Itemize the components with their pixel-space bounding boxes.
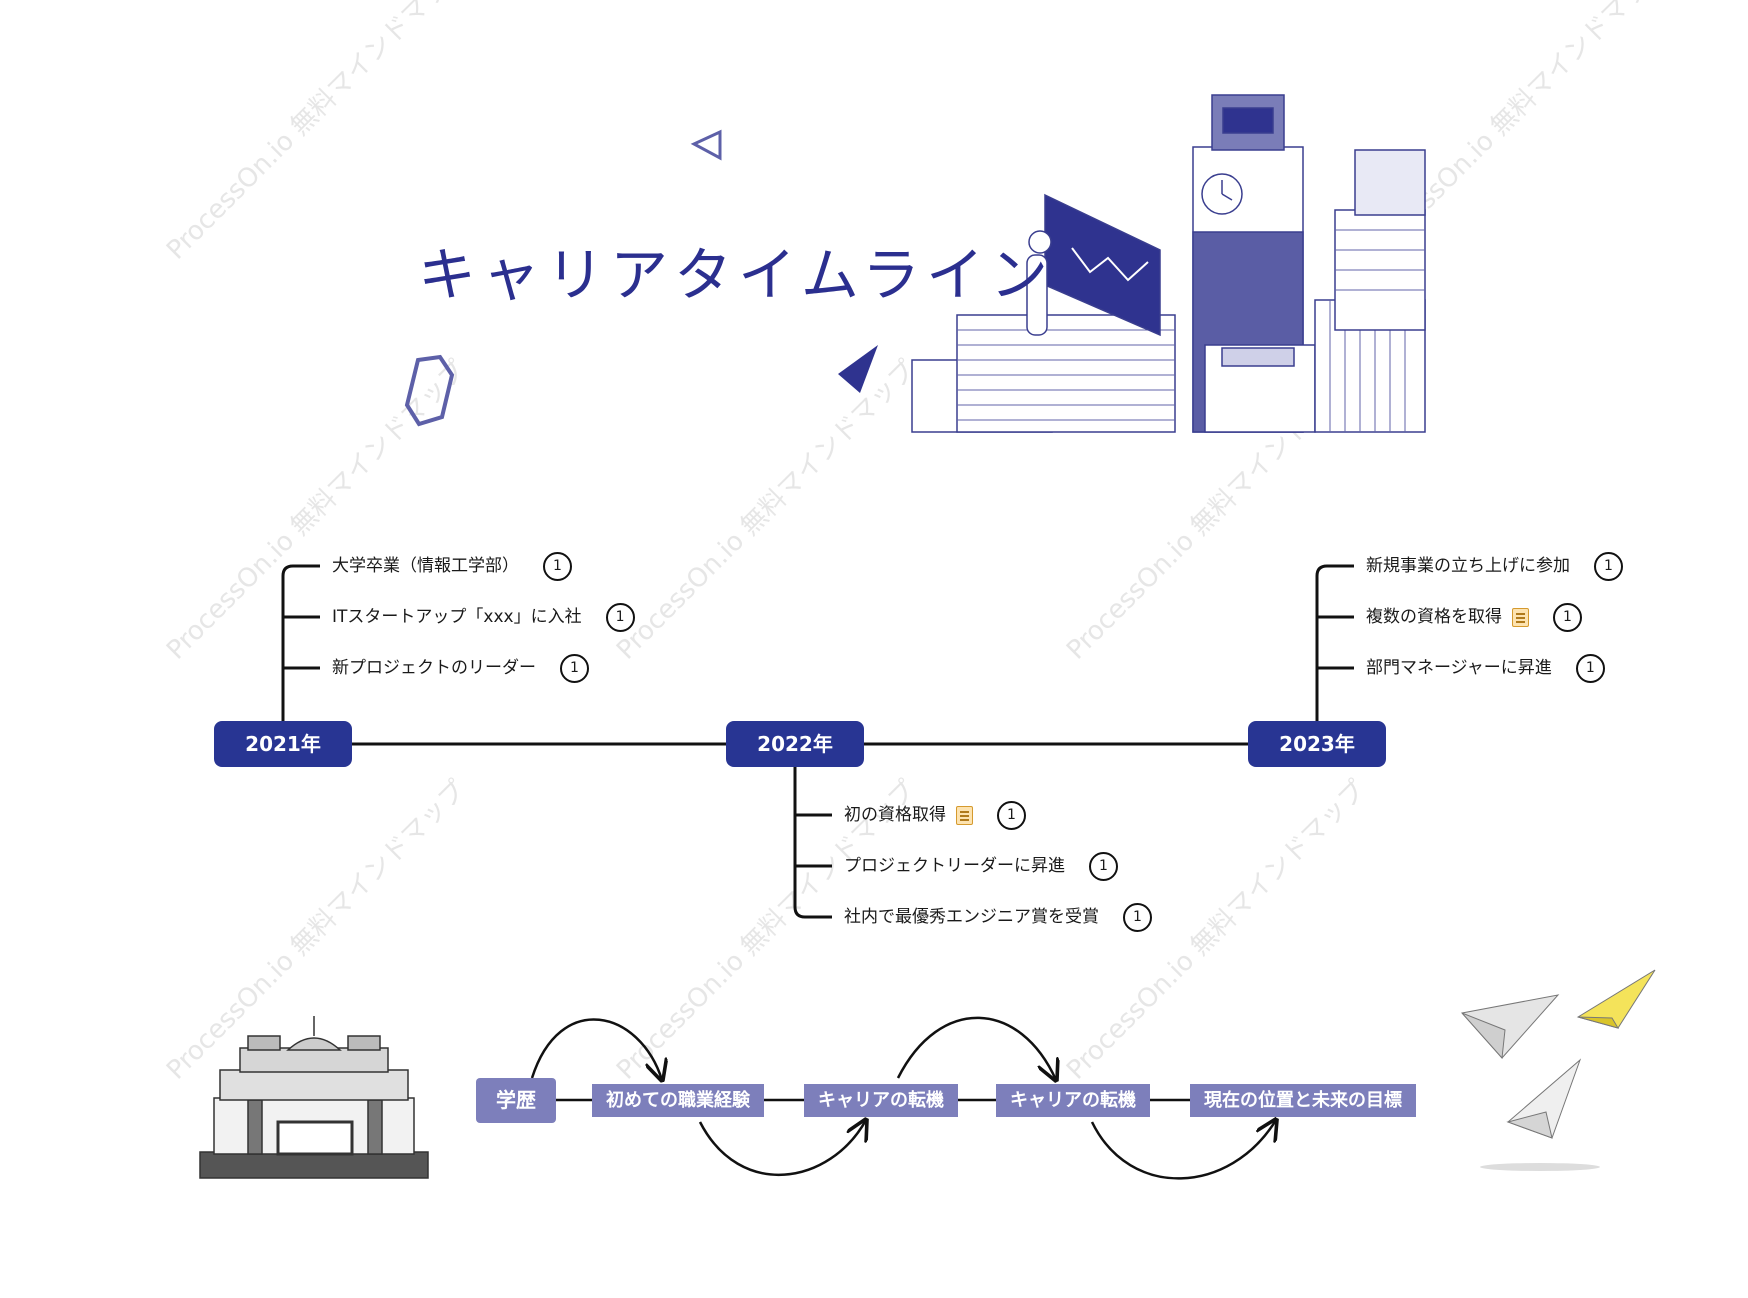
count-badge: 1 xyxy=(1089,851,1118,881)
branch-2023 xyxy=(1315,564,1354,721)
year-node-2022[interactable]: 2022年 xyxy=(726,721,864,767)
timeline-item[interactable]: 複数の資格を取得 1 xyxy=(1366,602,1582,632)
building-icon xyxy=(199,1016,429,1179)
count-badge: 1 xyxy=(1553,602,1582,632)
triangle-filled-icon xyxy=(838,345,878,393)
branch-2022 xyxy=(793,767,832,919)
count-badge: 1 xyxy=(1123,902,1152,932)
timeline-item[interactable]: 部門マネージャーに昇進 1 xyxy=(1366,653,1605,683)
count-badge: 1 xyxy=(605,602,635,632)
triangle-outline-icon xyxy=(690,129,722,161)
year-node-2023[interactable]: 2023年 xyxy=(1248,721,1386,767)
flow-node-turning-point[interactable]: キャリアの転機 xyxy=(804,1084,958,1117)
count-badge: 1 xyxy=(997,800,1026,830)
year-node-2021[interactable]: 2021年 xyxy=(214,721,352,767)
hexagon-outline-icon xyxy=(404,354,455,427)
timeline-item[interactable]: プロジェクトリーダーに昇進 1 xyxy=(844,851,1118,881)
flow-connectors xyxy=(530,1016,1276,1180)
flow-node-current-and-future[interactable]: 現在の位置と未来の目標 xyxy=(1190,1084,1416,1117)
timeline-item[interactable]: ITスタートアップ「xxx」に入社 1 xyxy=(332,602,635,632)
count-badge: 1 xyxy=(560,653,589,683)
timeline-item[interactable]: 新プロジェクトのリーダー 1 xyxy=(332,653,589,683)
flow-node-turning-point[interactable]: キャリアの転機 xyxy=(996,1084,1150,1117)
timeline-item-text: 初の資格取得 xyxy=(844,805,946,825)
note-icon[interactable] xyxy=(1512,607,1529,627)
timeline-item[interactable]: 新規事業の立ち上げに参加 1 xyxy=(1366,551,1623,581)
timeline-item-text: プロジェクトリーダーに昇進 xyxy=(844,856,1065,876)
timeline-item[interactable]: 初の資格取得 1 xyxy=(844,800,1026,830)
timeline-item-text: 新プロジェクトのリーダー xyxy=(332,658,536,678)
timeline-item[interactable]: 大学卒業（情報工学部） 1 xyxy=(332,551,572,581)
timeline-item-text: 複数の資格を取得 xyxy=(1366,607,1502,627)
timeline-item[interactable]: 社内で最優秀エンジニア賞を受賞 1 xyxy=(844,902,1152,932)
count-badge: 1 xyxy=(1575,653,1605,683)
page-title: キャリアタイムライン xyxy=(418,241,1054,309)
count-badge: 1 xyxy=(543,551,572,581)
timeline-item-text: ITスタートアップ「xxx」に入社 xyxy=(332,607,582,627)
note-icon[interactable] xyxy=(956,805,973,825)
flow-node-education[interactable]: 学歴 xyxy=(476,1078,556,1123)
timeline-item-text: 新規事業の立ち上げに参加 xyxy=(1366,556,1570,576)
count-badge: 1 xyxy=(1594,551,1623,581)
timeline-item-text: 社内で最優秀エンジニア賞を受賞 xyxy=(844,907,1099,927)
city-illustration xyxy=(911,94,1426,433)
paper-plane-icons xyxy=(1461,969,1656,1171)
timeline-item-text: 部門マネージャーに昇進 xyxy=(1366,658,1552,678)
flow-node-first-job[interactable]: 初めての職業経験 xyxy=(592,1084,764,1117)
timeline-item-text: 大学卒業（情報工学部） xyxy=(332,556,519,576)
branch-2021 xyxy=(281,564,320,721)
